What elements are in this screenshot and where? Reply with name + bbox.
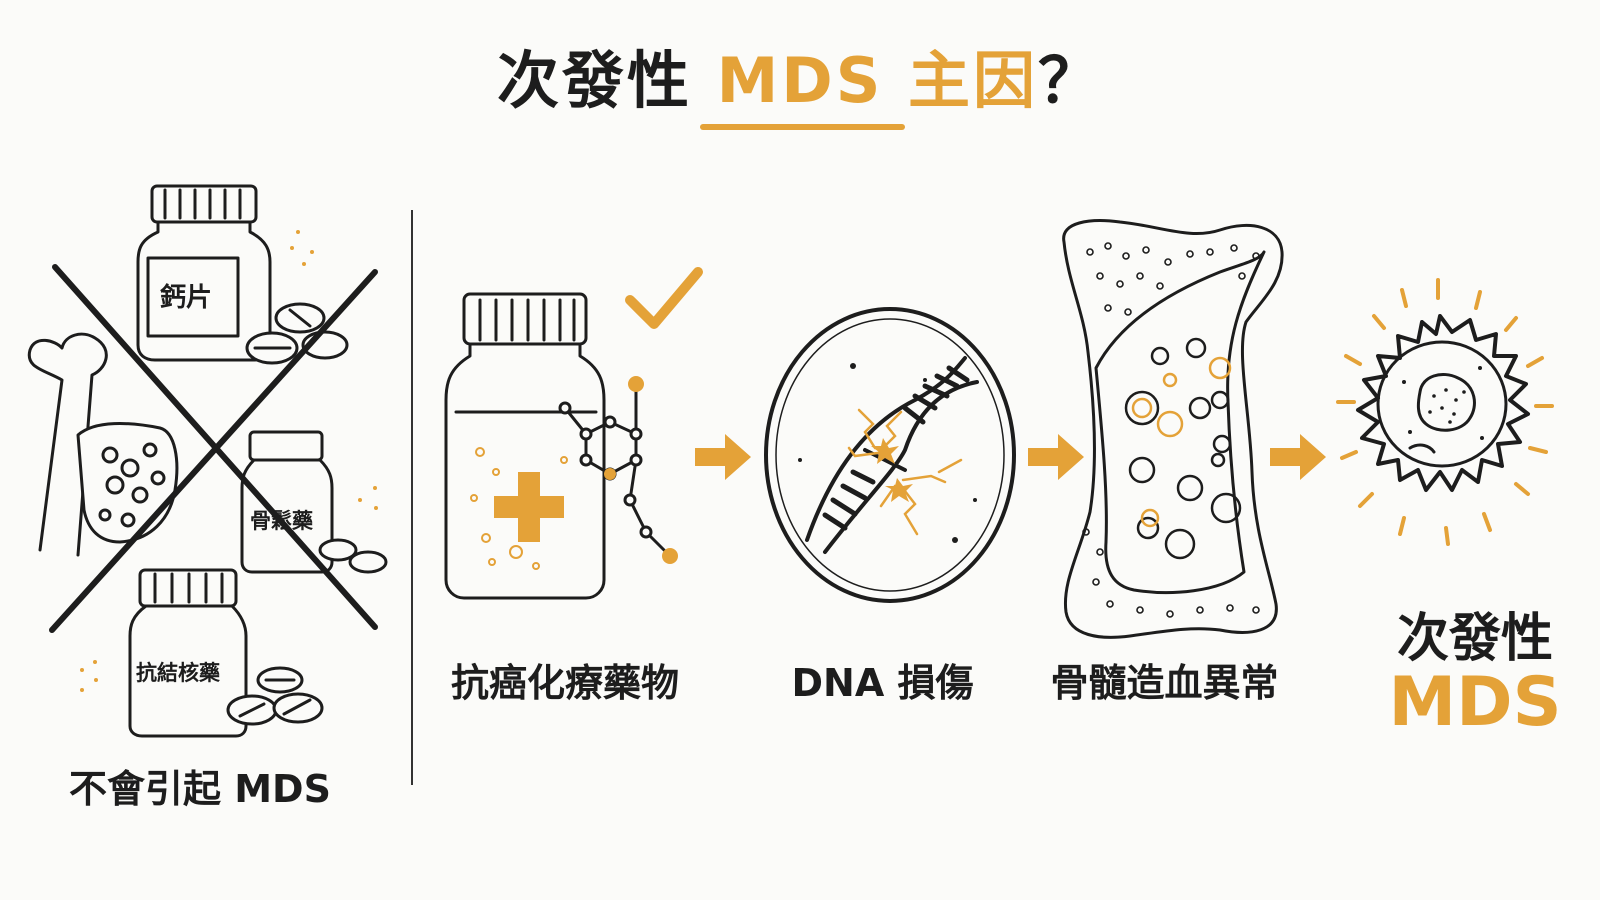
step-chemo-label: 抗癌化療藥物 [450, 661, 679, 705]
title-tail: ？ [1037, 44, 1103, 117]
bone-marrow-icon [1062, 219, 1284, 639]
dna-damage-icon [764, 307, 1016, 603]
arrow-right-icon [695, 434, 751, 480]
cross-out-icon [49, 264, 378, 633]
section-divider [411, 210, 413, 785]
sparkle-icon [80, 230, 378, 692]
step-dna-label: DNA 損傷 [791, 661, 974, 705]
not-cause-caption: 不會引起 MDS [69, 767, 331, 811]
calcium-bottle-icon [136, 184, 349, 365]
tb-bottle-icon [128, 568, 324, 738]
result-line1: 次發性 [1396, 609, 1553, 669]
not-cause-illustration: 鈣片 骨鬆藥 抗結核藥 [27, 184, 388, 738]
chemo-bottle-icon [444, 267, 703, 600]
arrow-right-icon [1028, 434, 1084, 480]
title-main: 次發性 [496, 44, 717, 117]
page-title: 次發性 MDS 主因？ [0, 30, 1600, 120]
step-marrow-label: 骨髓造血異常 [1050, 661, 1279, 705]
tb-label: 抗結核藥 [136, 661, 221, 685]
title-accent: MDS 主因 [716, 44, 1038, 117]
calcium-label: 鈣片 [160, 282, 212, 313]
checkmark-icon [625, 267, 703, 329]
result-line2: MDS [1388, 662, 1562, 742]
abnormal-cell-icon [1336, 278, 1554, 546]
osteoporosis-bottle-icon [240, 430, 388, 574]
title-underline [700, 124, 905, 130]
arrow-right-icon [1270, 434, 1326, 480]
bone-icon [27, 332, 179, 557]
result-label: 次發性 MDS [1375, 612, 1575, 738]
